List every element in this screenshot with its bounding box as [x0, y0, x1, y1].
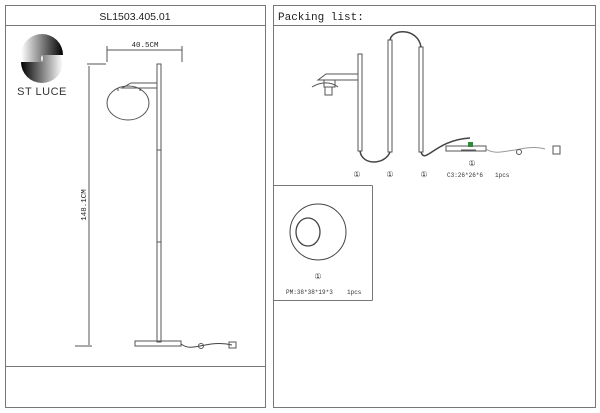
item-marker: ① — [420, 171, 427, 180]
floor-lamp-drawing — [75, 46, 237, 349]
packed-parts-drawing — [311, 31, 561, 163]
main-box-quantity: 1pcs — [495, 172, 510, 179]
item-marker: ① — [314, 273, 321, 282]
left-panel — [5, 5, 266, 408]
item-marker: ① — [353, 171, 360, 180]
brand-name: ST LUCE — [17, 86, 67, 98]
shade-box-quantity: 1pcs — [347, 289, 362, 296]
item-marker: ① — [468, 160, 475, 169]
height-dimension: 148.1CM — [81, 189, 89, 221]
item-marker: ① — [386, 171, 393, 180]
right-panel — [273, 5, 596, 408]
main-box-size: C3:26*26*6 — [447, 172, 483, 179]
model-code: SL1503.405.01 — [99, 11, 170, 23]
shade-box-size: PM:38*38*19*3 — [286, 289, 333, 296]
green-connector — [468, 142, 473, 147]
packing-list-title: Packing list: — [278, 12, 364, 24]
st-luce-logo — [21, 34, 63, 83]
width-dimension: 40.5CM — [131, 42, 159, 50]
glass-shade-drawing — [289, 203, 347, 261]
